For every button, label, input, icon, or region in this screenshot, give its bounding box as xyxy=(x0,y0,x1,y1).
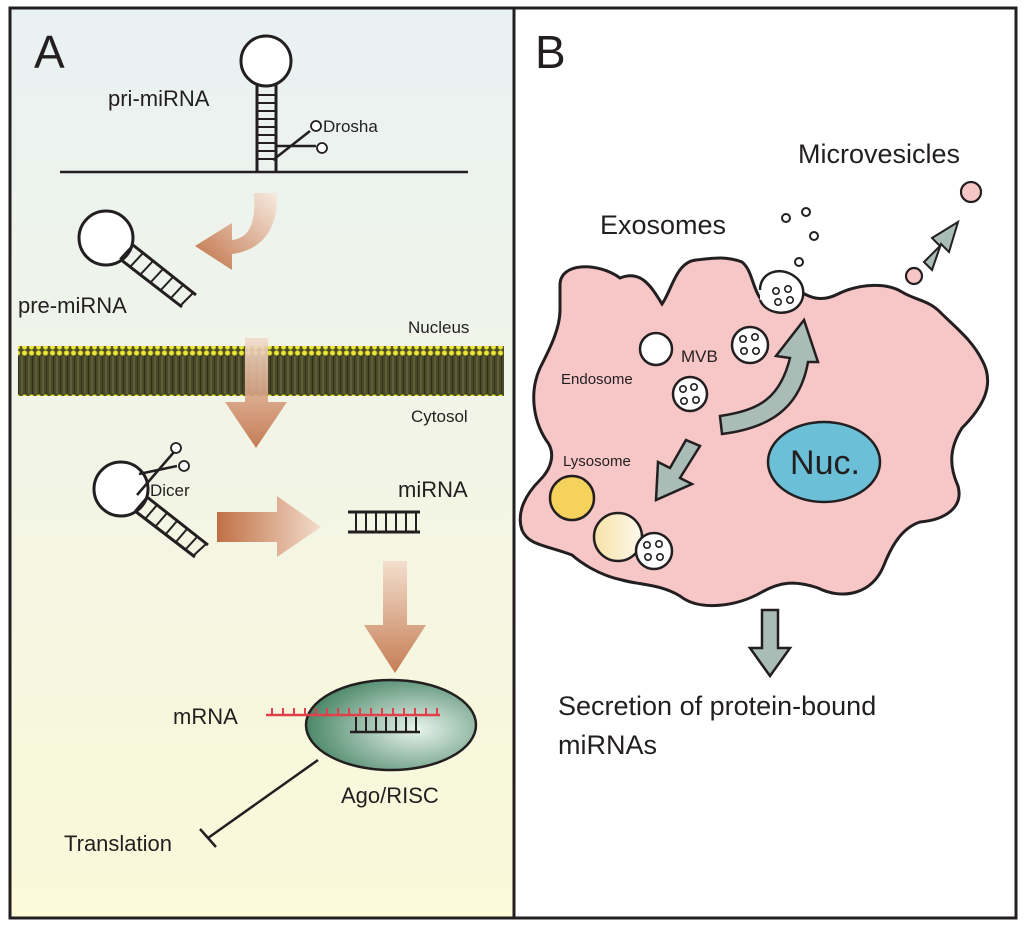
ago-risc-label: Ago/RISC xyxy=(341,783,439,808)
drosha-label: Drosha xyxy=(323,117,378,136)
lysosome-mvb-fusion xyxy=(592,511,674,571)
endosome xyxy=(638,331,674,367)
cytosol-label: Cytosol xyxy=(411,407,468,426)
export-arrow xyxy=(225,338,287,448)
dicer-label: Dicer xyxy=(150,481,190,500)
mvb-top xyxy=(730,325,770,365)
exocytosis-curved-arrow xyxy=(718,317,820,436)
loading-arrow xyxy=(364,561,426,673)
mvb-left xyxy=(671,375,709,413)
dicing-arrow xyxy=(217,496,321,557)
panel-a-letter: A xyxy=(34,26,65,78)
nucleus-label: Nucleus xyxy=(408,318,469,337)
mirna-duplex xyxy=(348,510,420,534)
pre-mirna-label: pre-miRNA xyxy=(18,293,127,318)
microvesicle-arrow xyxy=(922,219,960,272)
mirna-label: miRNA xyxy=(398,477,468,502)
dicer-hairpin xyxy=(92,460,209,559)
dicer-scissors-icon xyxy=(136,442,190,496)
panel-b-letter: B xyxy=(535,26,566,78)
cell-nucleus xyxy=(766,420,882,504)
ago-risc-complex xyxy=(304,678,478,772)
mrna-strand xyxy=(266,708,440,717)
endosome-label: Endosome xyxy=(561,371,633,388)
drosha-scissors-icon xyxy=(272,120,328,161)
nucleus-short-label: Nuc. xyxy=(790,444,860,482)
cell-body xyxy=(518,256,990,608)
curved-arrow-to-pre-mirna xyxy=(195,193,278,270)
pre-mirna-hairpin xyxy=(77,209,197,309)
panel-b: B Nuc. Endosome MVB xyxy=(518,26,990,760)
released-exosomes xyxy=(781,207,819,267)
panel-a: A pri-miRNA Drosha xyxy=(10,8,514,918)
lysosome-degradation-arrow xyxy=(654,438,702,502)
microvesicle-bud xyxy=(904,266,924,286)
secretion-label-line1: Secretion of protein-bound xyxy=(558,691,876,721)
guide-strand xyxy=(350,717,420,734)
translation-inhibition-line xyxy=(199,758,319,848)
mvb-label: MVB xyxy=(681,347,718,366)
pri-mirna-label: pri-miRNA xyxy=(108,86,210,111)
mrna-label: mRNA xyxy=(173,704,238,729)
secretion-arrow xyxy=(747,608,793,679)
microvesicles-label: Microvesicles xyxy=(798,139,960,169)
panel-a-background xyxy=(10,8,514,918)
lysosome xyxy=(548,474,596,522)
exosomes-label: Exosomes xyxy=(600,210,726,240)
mvb-fusing-membrane xyxy=(758,270,805,314)
translation-label: Translation xyxy=(64,831,172,856)
microvesicle-released xyxy=(959,180,983,204)
secretion-label-line2: miRNAs xyxy=(558,730,657,760)
lysosome-label: Lysosome xyxy=(563,453,631,470)
